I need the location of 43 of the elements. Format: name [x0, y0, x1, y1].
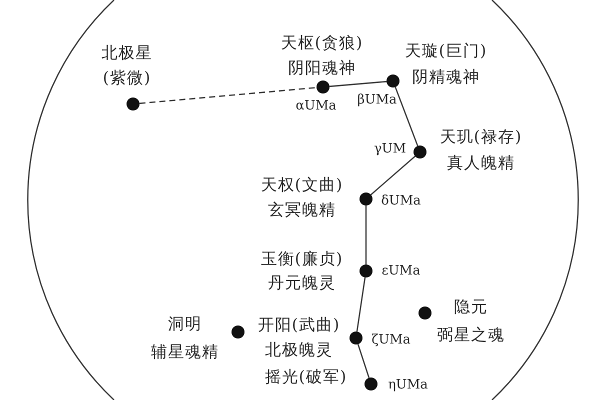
star-designation: δUMa: [381, 194, 421, 210]
star-dot: [418, 306, 432, 320]
star-designation: εUMa: [382, 264, 420, 280]
connector-line: [394, 86, 418, 146]
star-name: 天玑(禄存): [440, 128, 522, 146]
star-name: 开阳(武曲): [258, 316, 340, 334]
star-dot: [126, 98, 140, 110]
star-dot: [316, 80, 330, 94]
star-dot: [350, 332, 362, 344]
connector-line: [329, 80, 387, 88]
dashed-line: [139, 86, 317, 104]
star-designation: ηUMa: [388, 378, 428, 394]
star-name: 弼星之魂: [437, 326, 505, 344]
star-dot: [360, 192, 372, 206]
star-designation: ζUMa: [371, 334, 411, 348]
connector-line: [357, 344, 370, 378]
star-name: 天权(文曲): [260, 176, 344, 194]
star-designation: βUMa: [357, 94, 397, 108]
star-name: 洞明: [168, 314, 202, 334]
star-dot: [386, 74, 400, 88]
star-name: 阴精魂神: [412, 68, 480, 86]
star-designation: γUM: [374, 142, 406, 158]
star-name: 摇光(破军): [264, 368, 348, 386]
star-dot: [360, 264, 372, 278]
connector-line: [356, 277, 366, 332]
star-name: 玉衡(廉贞): [260, 250, 344, 268]
star-name: (紫微): [102, 68, 152, 88]
star-name: 隐元: [454, 298, 488, 316]
star-dot: [232, 326, 244, 338]
connector-line: [370, 156, 416, 196]
connector-line: [365, 206, 367, 264]
star-name: 真人魄精: [447, 154, 515, 172]
star-dot: [414, 146, 426, 158]
star-name: 阴阳魂神: [288, 58, 356, 78]
star-name: 天枢(贪狼): [280, 34, 364, 52]
star-name: 天璇(巨门): [404, 42, 488, 60]
star-name: 辅星魂精: [151, 342, 219, 362]
star-name: 玄冥魄精: [268, 200, 336, 220]
star-dot: [364, 378, 378, 390]
star-name: 北极魄灵: [265, 340, 333, 360]
star-designation: αUMa: [296, 100, 336, 114]
star-name: 北极星: [102, 44, 152, 62]
star-name: 丹元魄灵: [268, 274, 336, 292]
